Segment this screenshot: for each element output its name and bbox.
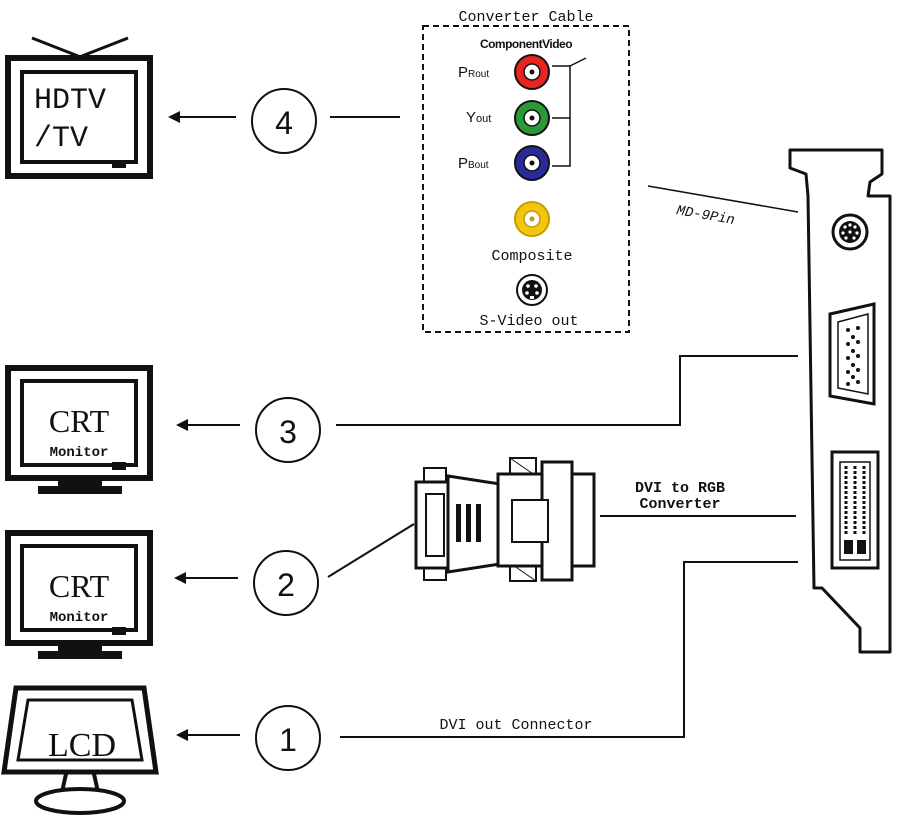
step-3-number: 3: [279, 414, 297, 450]
lcd-label: LCD: [48, 727, 116, 764]
tv-label-line2: /TV: [34, 122, 88, 156]
graphics-card-bracket: [788, 148, 892, 654]
step-3-connector: 3: [176, 355, 798, 463]
step-2-number: 2: [277, 567, 295, 603]
step-2-connector: 2: [174, 523, 415, 616]
hdtv-tv-device: HDTV /TV: [5, 36, 153, 179]
crt-top-label-line1: CRT: [49, 403, 110, 439]
dvi-port: [830, 450, 880, 570]
step-1-connector: 1: [176, 561, 798, 771]
y-label: Yout: [466, 109, 491, 126]
dvi-to-rgb-adapter: [414, 457, 596, 582]
y-label-sub: out: [476, 113, 491, 125]
pr-label: PRout: [458, 64, 489, 81]
tv-label-line1: HDTV: [34, 84, 106, 118]
pb-label: PBout: [458, 155, 489, 172]
crt-monitor-bottom-device: CRT Monitor: [5, 530, 153, 659]
converter-cable-title: Converter Cable: [458, 9, 593, 26]
pb-label-sub: Bout: [468, 160, 489, 171]
y-label-main: Y: [466, 109, 476, 126]
crt-bottom-label-line1: CRT: [49, 568, 110, 604]
dvi-to-rgb-label-line2: Converter: [639, 496, 720, 513]
lcd-monitor-device: LCD: [1, 685, 159, 815]
step-4-number: 4: [275, 105, 293, 141]
converter-cable-box: Converter Cable ComponentVideo PRout You…: [422, 9, 630, 333]
svideo-label: S-Video out: [479, 313, 578, 330]
crt-bottom-label-line2: Monitor: [50, 610, 109, 626]
vga-port: [828, 302, 876, 406]
md9pin-label: MD-9Pin: [675, 203, 736, 229]
step-1-number: 1: [279, 722, 297, 758]
pb-label-main: P: [458, 155, 468, 172]
component-video-header: ComponentVideo: [480, 37, 572, 51]
composite-label: Composite: [491, 248, 572, 265]
dvi-out-label: DVI out Connector: [439, 717, 592, 734]
crt-monitor-top-device: CRT Monitor: [5, 365, 153, 494]
step-4-connector: 4: [168, 88, 400, 154]
pr-label-sub: Rout: [468, 69, 489, 80]
pr-label-main: P: [458, 64, 468, 81]
crt-top-label-line2: Monitor: [50, 445, 109, 461]
dvi-to-rgb-label-line1: DVI to RGB: [635, 480, 725, 497]
